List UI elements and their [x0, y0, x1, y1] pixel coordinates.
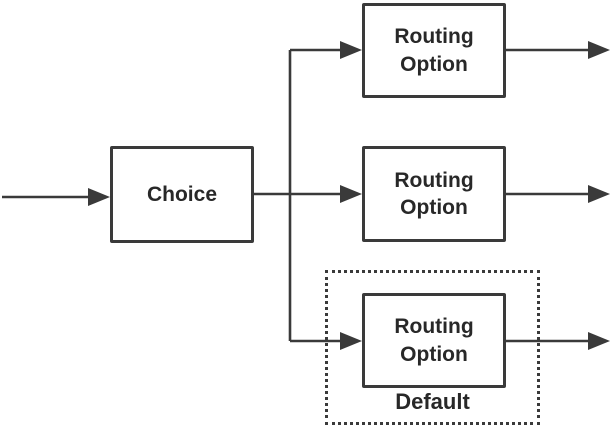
choice-node: Choice	[110, 146, 254, 243]
routing-option-label-middle: Routing Option	[394, 168, 474, 219]
output-bottom-arrowhead-icon	[588, 332, 610, 350]
output-middle-arrowhead-icon	[588, 185, 610, 203]
bottom-arrowhead-icon	[340, 332, 362, 350]
routing-option-label-top: Routing Option	[394, 25, 474, 76]
default-region-border	[325, 270, 540, 425]
input-arrowhead-icon	[88, 188, 110, 206]
middle-arrowhead-icon	[340, 185, 362, 203]
routing-option-label-default: Routing Option	[394, 315, 474, 366]
choice-node-label: Choice	[146, 182, 217, 206]
output-top-arrowhead-icon	[588, 41, 610, 59]
routing-option-node-top: Routing Option	[362, 3, 506, 98]
top-arrowhead-icon	[340, 41, 362, 59]
default-region-label: Default	[395, 389, 470, 414]
routing-option-node-middle: Routing Option	[362, 146, 506, 242]
routing-option-node-default: Routing Option	[362, 293, 506, 388]
